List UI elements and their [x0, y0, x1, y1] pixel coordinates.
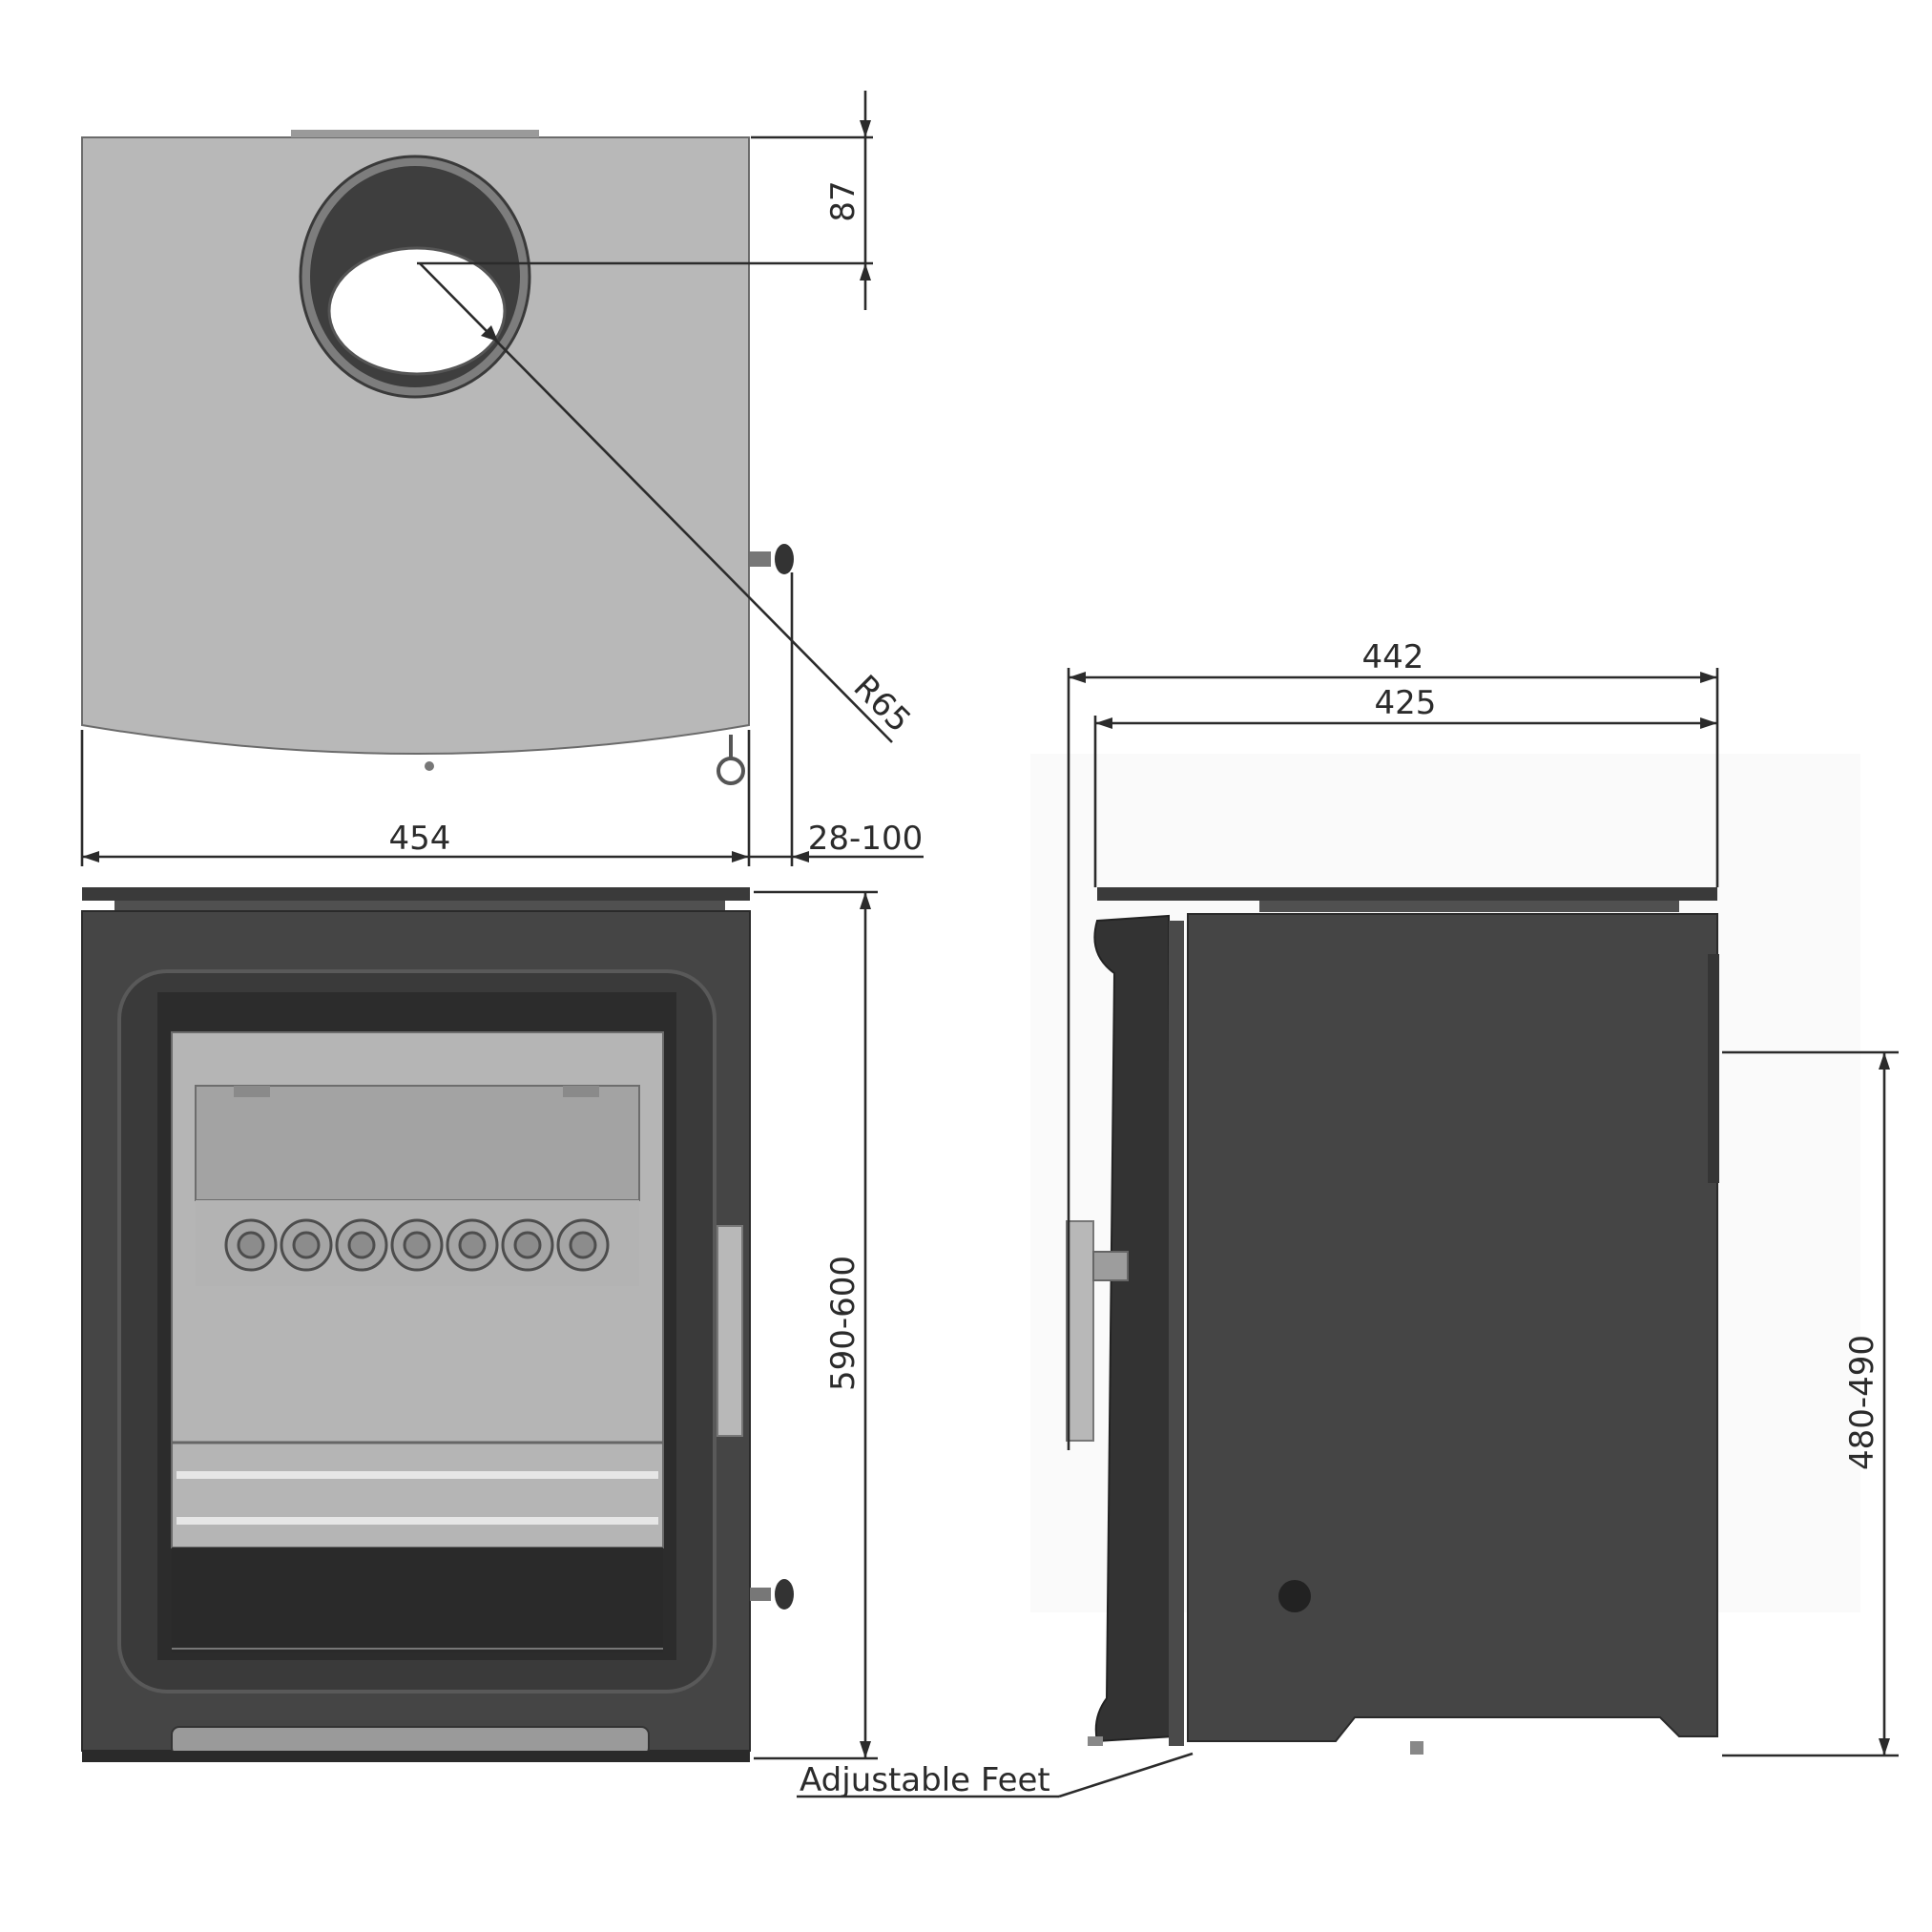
flue-offset-dimension: 87: [417, 91, 873, 310]
front-view: 590-600: [81, 887, 878, 1762]
front-height-label: 590-600: [824, 1256, 862, 1391]
front-top-plate: [82, 887, 750, 901]
air-control-knob-side-icon: [1278, 1580, 1311, 1612]
flue-radius-label: R65: [846, 668, 919, 740]
riddler-handle-icon: [717, 735, 745, 785]
door-handle: [717, 1225, 743, 1437]
rear-clearance-dimension: 28-100: [749, 572, 924, 866]
fuel-bed-logs: [224, 1218, 610, 1272]
side-body: [1187, 913, 1718, 1742]
top-width-dimension: 454: [80, 730, 751, 866]
top-plate-lip: [291, 130, 539, 137]
top-view: 87 R65 454 28-100: [80, 91, 924, 866]
rear-clearance-label: 28-100: [808, 820, 923, 858]
side-overall-depth-dimension: 442: [1067, 638, 1719, 1450]
top-width-label: 454: [389, 820, 451, 858]
side-view: 442 425 480-490 Adjustable Feet: [797, 638, 1899, 1799]
adjustable-feet-label: Adjustable Feet: [800, 1761, 1050, 1799]
top-plate: [81, 136, 750, 755]
flue-opening: [327, 246, 507, 376]
side-overall-depth-label: 442: [1362, 638, 1424, 676]
adjustable-feet-icon: [1088, 1736, 1423, 1755]
air-control-knob-top-icon: [750, 544, 794, 574]
flue-offset-label: 87: [824, 180, 862, 221]
air-control-knob-front-icon: [750, 1579, 794, 1610]
rear-flue-height-label: 480-490: [1843, 1335, 1881, 1470]
side-top-plate: [1097, 887, 1717, 901]
rear-flue-height-dimension: 480-490: [1722, 1050, 1899, 1757]
adjustable-feet-callout: Adjustable Feet: [797, 1752, 1194, 1799]
front-height-dimension: 590-600: [754, 890, 878, 1760]
side-body-depth-label: 425: [1375, 684, 1437, 722]
side-body-depth-dimension: 425: [1093, 684, 1717, 887]
side-door-handle: [1066, 1220, 1129, 1442]
